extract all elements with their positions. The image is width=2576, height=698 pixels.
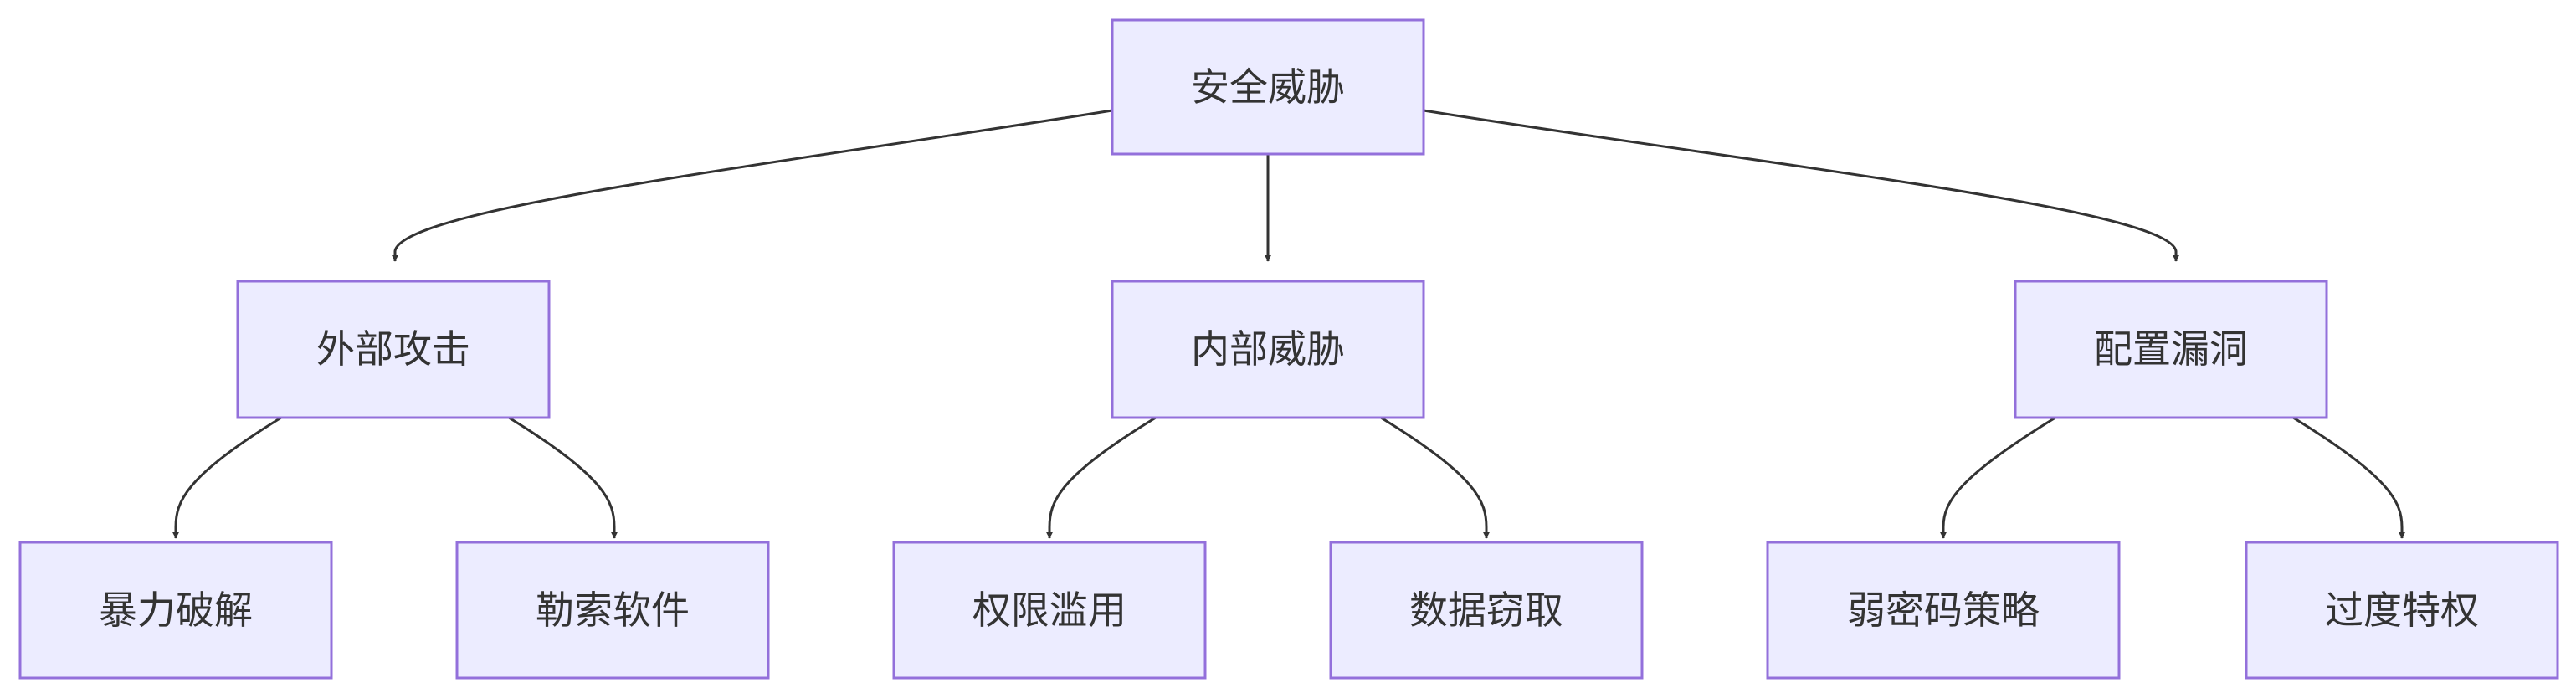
edge-external-ransomware — [508, 416, 618, 539]
node-excess-privilege-label: 过度特权 — [2325, 588, 2479, 633]
node-internal-label: 内部威胁 — [1191, 326, 1345, 372]
edge-root-config — [1423, 109, 2179, 262]
node-root: 安全威胁 — [1111, 18, 1425, 156]
edge-internal-data-theft — [1380, 416, 1490, 539]
edge-external-bruteforce — [172, 416, 282, 539]
node-excess-privilege: 过度特权 — [2245, 541, 2559, 680]
node-external-label: 外部攻击 — [316, 326, 470, 372]
node-external: 外部攻击 — [236, 280, 551, 419]
node-data-theft-label: 数据窃取 — [1409, 588, 1563, 633]
node-weak-password-label: 弱密码策略 — [1847, 588, 2040, 633]
edges — [172, 109, 2405, 539]
edge-config-weak-password — [1940, 416, 2056, 539]
node-privilege-abuse-label: 权限滥用 — [972, 588, 1126, 633]
node-data-theft: 数据窃取 — [1329, 541, 1644, 680]
node-root-label: 安全威胁 — [1191, 64, 1345, 110]
node-config: 配置漏洞 — [2014, 280, 2328, 419]
node-bruteforce: 暴力破解 — [18, 541, 333, 680]
edge-config-excess-privilege — [2292, 416, 2405, 539]
node-config-label: 配置漏洞 — [2094, 326, 2248, 372]
node-weak-password: 弱密码策略 — [1766, 541, 2121, 680]
node-ransomware-label: 勒索软件 — [536, 588, 690, 633]
node-bruteforce-label: 暴力破解 — [99, 588, 253, 633]
edge-internal-privilege-abuse — [1046, 416, 1157, 539]
edge-root-external — [392, 109, 1113, 262]
node-ransomware: 勒索软件 — [455, 541, 770, 680]
node-internal: 内部威胁 — [1111, 280, 1425, 419]
node-privilege-abuse: 权限滥用 — [892, 541, 1207, 680]
